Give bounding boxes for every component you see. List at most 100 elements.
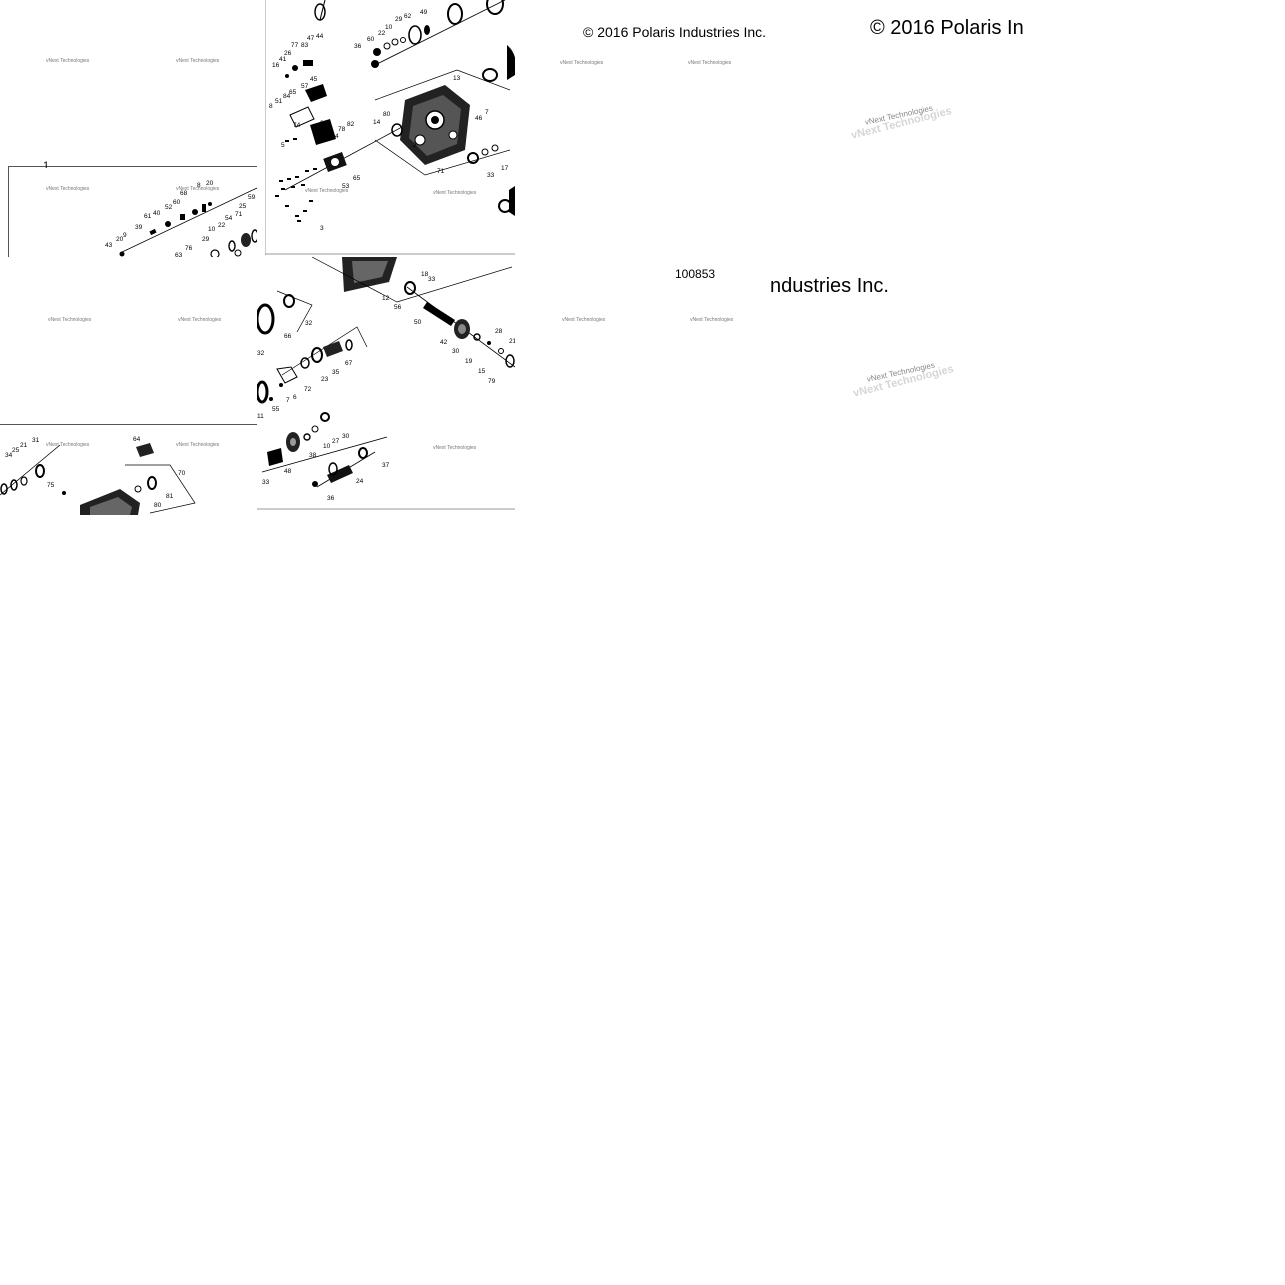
svg-text:35: 35 [332,369,340,376]
svg-text:63: 63 [175,252,183,257]
svg-text:77: 77 [291,42,299,49]
svg-text:16: 16 [272,62,280,69]
svg-text:9: 9 [123,232,127,239]
watermark: vNext Technologies [305,188,349,194]
svg-text:31: 31 [32,437,40,444]
figure-number: 100853 [675,267,716,281]
svg-text:43: 43 [105,242,113,249]
watermark: vNext Technologies [46,186,90,192]
exploded-view-lower-shafts: 30 27 10 38 48 33 37 24 36 [262,433,390,502]
svg-text:26: 26 [284,50,292,57]
svg-text:38: 38 [309,452,317,459]
svg-text:6: 6 [293,394,297,401]
svg-text:61: 61 [144,213,152,220]
diagram-tile-shaft: 20 8 59 25 71 54 22 10 29 76 63 39 40 52… [10,168,257,257]
svg-text:38: 38 [320,120,328,127]
svg-text:18: 18 [421,271,429,278]
svg-text:30: 30 [452,348,460,355]
svg-text:28: 28 [495,328,503,335]
watermark: vNext Technologies [433,445,477,451]
svg-text:10: 10 [208,226,216,233]
svg-text:20: 20 [116,236,124,243]
section-label: 1 [43,160,50,172]
exploded-view-shaft: 20 8 59 25 71 54 22 10 29 76 63 39 40 52… [105,180,257,257]
svg-text:19: 19 [465,358,473,365]
svg-text:33: 33 [262,479,270,486]
svg-text:40: 40 [153,210,161,217]
diagram-tile-header: vNext Technologies vNext Technologies [0,0,257,166]
svg-text:14: 14 [373,119,381,126]
watermark: vNext Technologies [46,58,90,64]
watermark: vNext Technologies [690,317,734,323]
diagram-tile-gears: 18 33 12 56 50 42 30 19 15 79 28 21 66 3… [257,257,515,510]
svg-text:80: 80 [154,502,162,509]
svg-text:79: 79 [488,378,496,385]
copyright-notice-large: © 2016 Polaris In [870,17,1024,39]
svg-text:33: 33 [428,276,436,283]
svg-text:21: 21 [20,442,28,449]
svg-text:8: 8 [269,103,273,110]
watermark: vNext Technologies [560,60,604,66]
callout-labels: 31 21 25 34 64 70 75 81 80 [5,436,186,509]
svg-text:50: 50 [414,319,422,326]
watermark: vNext Technologies [176,186,220,192]
svg-text:32: 32 [257,350,265,357]
svg-text:29: 29 [395,16,403,23]
svg-text:46: 46 [475,115,483,122]
svg-text:5: 5 [281,142,285,149]
svg-text:60: 60 [173,199,181,206]
svg-text:4: 4 [335,133,339,140]
svg-text:7: 7 [485,109,489,116]
svg-text:7: 7 [286,397,290,404]
svg-text:65: 65 [353,175,361,182]
copyright-notice: © 2016 Polaris Industries Inc. [583,24,767,40]
exploded-view-lower-case: 31 21 25 34 64 70 75 81 80 [0,436,196,515]
svg-text:62: 62 [404,13,412,20]
svg-text:25: 25 [239,203,247,210]
svg-text:45: 45 [310,76,318,83]
svg-text:30: 30 [342,433,350,440]
watermark: vNext Technologies [48,317,92,323]
svg-text:11: 11 [257,413,264,420]
svg-text:70: 70 [178,470,186,477]
callout-labels: 20 8 59 25 71 54 22 10 29 76 63 39 40 52… [105,180,256,257]
watermark: vNext Technologies [176,442,220,448]
svg-text:47: 47 [307,35,315,42]
svg-text:71: 71 [437,168,445,175]
watermark: vNext Technologies [46,442,90,448]
svg-text:68: 68 [180,190,188,197]
svg-text:23: 23 [321,376,329,383]
callout-labels: 49 62 29 10 22 60 36 47 44 77 83 26 41 1… [269,9,509,232]
bolt-set [275,138,317,222]
svg-text:83: 83 [301,42,309,49]
transmission-case [400,85,470,165]
svg-text:12: 12 [382,295,390,302]
callout-labels: 18 33 12 56 50 42 30 19 15 79 28 21 66 3… [257,271,515,420]
svg-text:52: 52 [165,204,173,211]
svg-text:78: 78 [338,126,346,133]
svg-text:49: 49 [420,9,428,16]
svg-text:29: 29 [202,236,210,243]
transmission-case-lower [80,489,140,515]
svg-text:25: 25 [12,447,20,454]
svg-text:10: 10 [385,24,393,31]
svg-text:24: 24 [356,478,364,485]
svg-text:17: 17 [501,165,509,172]
svg-text:75: 75 [47,482,55,489]
svg-text:76: 76 [185,245,193,252]
svg-text:66: 66 [284,333,292,340]
svg-text:84: 84 [283,93,291,100]
svg-text:81: 81 [166,493,174,500]
svg-text:67: 67 [345,360,353,367]
svg-text:37: 37 [382,462,390,469]
callout-labels: 30 27 10 38 48 33 37 24 36 [262,433,390,502]
copyright-fragment: ndustries Inc. [770,275,889,297]
svg-text:33: 33 [487,172,495,179]
svg-text:13: 13 [453,75,461,82]
svg-text:32: 32 [305,320,313,327]
svg-text:36: 36 [354,43,362,50]
svg-text:39: 39 [135,224,143,231]
svg-text:82: 82 [347,121,355,128]
svg-text:15: 15 [478,368,486,375]
svg-text:72: 72 [304,386,312,393]
